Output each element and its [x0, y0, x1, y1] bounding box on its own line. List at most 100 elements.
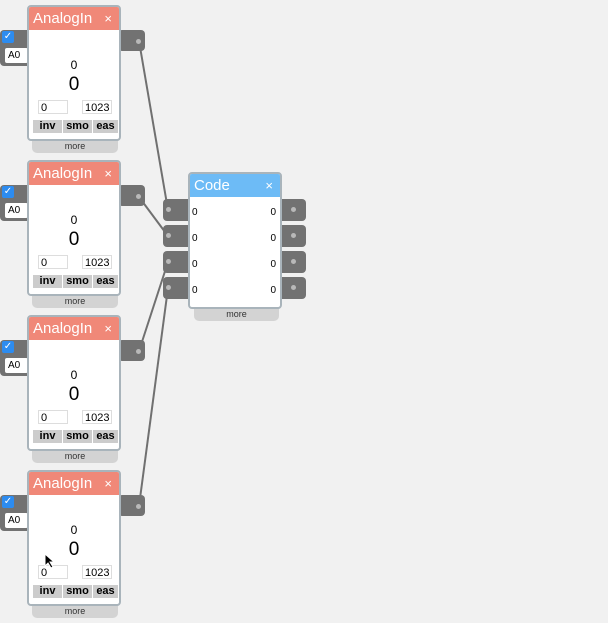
output-port[interactable]: [278, 277, 306, 299]
close-icon[interactable]: ×: [104, 166, 112, 181]
analogin-node-body: AnalogIn × 0 0 0 1023 inv smo eas: [27, 5, 121, 141]
node-header[interactable]: AnalogIn ×: [29, 317, 119, 340]
invert-button[interactable]: inv: [33, 585, 62, 598]
ease-button[interactable]: eas: [93, 430, 118, 443]
max-input[interactable]: 1023: [82, 410, 112, 424]
port-dot: [136, 194, 141, 199]
close-icon[interactable]: ×: [265, 178, 273, 193]
input-value: 0: [192, 285, 198, 296]
port-dot: [136, 39, 141, 44]
port-dot: [136, 504, 141, 509]
smooth-button[interactable]: smo: [63, 120, 92, 133]
port-dot: [136, 349, 141, 354]
invert-button[interactable]: inv: [33, 120, 62, 133]
smooth-button[interactable]: smo: [63, 275, 92, 288]
output-value: 0: [270, 233, 276, 244]
max-input[interactable]: 1023: [82, 100, 112, 114]
node-title: Code: [194, 177, 230, 194]
node-header[interactable]: Code ×: [190, 174, 280, 197]
more-button[interactable]: more: [32, 450, 118, 463]
raw-value: 0: [70, 523, 78, 537]
raw-value: 0: [70, 368, 78, 382]
enable-checkbox[interactable]: ✓: [2, 496, 14, 508]
wire: [138, 287, 169, 507]
wire: [138, 261, 169, 352]
input-value: 0: [192, 259, 198, 270]
output-value: 0: [270, 285, 276, 296]
enable-checkbox[interactable]: ✓: [2, 31, 14, 43]
node-title: AnalogIn: [33, 475, 93, 492]
min-input[interactable]: 0: [38, 255, 68, 269]
analogin-node-body: AnalogIn × 0 0 0 1023 inv smo eas: [27, 315, 121, 451]
node-title: AnalogIn: [33, 165, 93, 182]
raw-value: 0: [70, 213, 78, 227]
min-input[interactable]: 0: [38, 410, 68, 424]
smooth-button[interactable]: smo: [63, 430, 92, 443]
ease-button[interactable]: eas: [93, 120, 118, 133]
analogin-node-body: AnalogIn × 0 0 0 1023 inv smo eas: [27, 160, 121, 296]
pin-select[interactable]: A0: [5, 358, 28, 373]
max-input[interactable]: 1023: [82, 255, 112, 269]
close-icon[interactable]: ×: [104, 476, 112, 491]
max-input[interactable]: 1023: [82, 565, 112, 579]
close-icon[interactable]: ×: [104, 11, 112, 26]
more-button[interactable]: more: [194, 308, 279, 321]
node-title: AnalogIn: [33, 10, 93, 27]
more-button[interactable]: more: [32, 605, 118, 618]
raw-value: 0: [70, 58, 78, 72]
port-dot: [291, 285, 296, 290]
port-dot: [291, 207, 296, 212]
invert-button[interactable]: inv: [33, 430, 62, 443]
output-port[interactable]: [118, 340, 145, 361]
pin-select[interactable]: A0: [5, 203, 28, 218]
wire: [138, 40, 169, 211]
pin-panel: ✓ A0: [0, 495, 32, 531]
close-icon[interactable]: ×: [104, 321, 112, 336]
output-port[interactable]: [278, 225, 306, 247]
port-dot: [166, 259, 171, 264]
input-value: 0: [192, 207, 198, 218]
port-dot: [291, 233, 296, 238]
port-dot: [166, 285, 171, 290]
input-value: 0: [192, 233, 198, 244]
smooth-button[interactable]: smo: [63, 585, 92, 598]
pin-panel: ✓ A0: [0, 185, 32, 221]
pin-panel: ✓ A0: [0, 340, 32, 376]
pin-select[interactable]: A0: [5, 513, 28, 528]
min-input[interactable]: 0: [38, 100, 68, 114]
min-input[interactable]: 0: [38, 565, 68, 579]
output-value: 0: [68, 229, 80, 250]
ease-button[interactable]: eas: [93, 275, 118, 288]
output-port[interactable]: [278, 199, 306, 221]
pin-panel: ✓ A0: [0, 30, 32, 66]
output-port[interactable]: [118, 495, 145, 516]
port-dot: [291, 259, 296, 264]
output-port[interactable]: [278, 251, 306, 273]
node-header[interactable]: AnalogIn ×: [29, 7, 119, 30]
pin-select[interactable]: A0: [5, 48, 28, 63]
analogin-node-body: AnalogIn × 0 0 0 1023 inv smo eas: [27, 470, 121, 606]
output-value: 0: [270, 259, 276, 270]
node-header[interactable]: AnalogIn ×: [29, 472, 119, 495]
invert-button[interactable]: inv: [33, 275, 62, 288]
more-button[interactable]: more: [32, 140, 118, 153]
output-value: 0: [68, 539, 80, 560]
more-button[interactable]: more: [32, 295, 118, 308]
output-value: 0: [68, 74, 80, 95]
port-dot: [166, 207, 171, 212]
output-port[interactable]: [118, 185, 145, 206]
enable-checkbox[interactable]: ✓: [2, 186, 14, 198]
ease-button[interactable]: eas: [93, 585, 118, 598]
port-dot: [166, 233, 171, 238]
node-header[interactable]: AnalogIn ×: [29, 162, 119, 185]
output-value: 0: [270, 207, 276, 218]
output-value: 0: [68, 384, 80, 405]
mouse-cursor-icon: [44, 553, 56, 569]
enable-checkbox[interactable]: ✓: [2, 341, 14, 353]
output-port[interactable]: [118, 30, 145, 51]
